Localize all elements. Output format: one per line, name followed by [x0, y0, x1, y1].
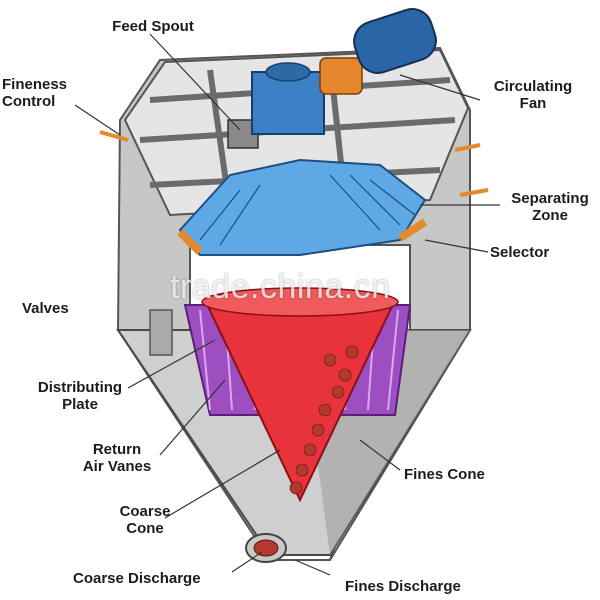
access-door	[149, 309, 173, 356]
motor-coupling	[319, 57, 363, 95]
selector-blade-rim	[177, 218, 428, 255]
label-feed-spout: Feed Spout	[112, 18, 194, 35]
coarse-particles	[289, 345, 359, 495]
label-coarse-discharge: Coarse Discharge	[73, 570, 201, 587]
selector-blades	[199, 174, 416, 246]
label-selector: Selector	[490, 244, 550, 261]
watermark: trade.china.cn	[170, 268, 391, 306]
fan-housing	[251, 71, 325, 135]
separating-zone-shape	[178, 158, 427, 256]
fan-top	[265, 62, 311, 82]
label-valves: Valves	[22, 300, 69, 317]
distributing-plate-shape	[201, 287, 399, 317]
label-fines-discharge: Fines Discharge	[345, 578, 461, 595]
label-fines-cone: Fines Cone	[404, 466, 485, 483]
leader-lines	[74, 33, 500, 576]
drive-motor	[353, 8, 437, 74]
fineness-control-handles	[99, 130, 489, 197]
